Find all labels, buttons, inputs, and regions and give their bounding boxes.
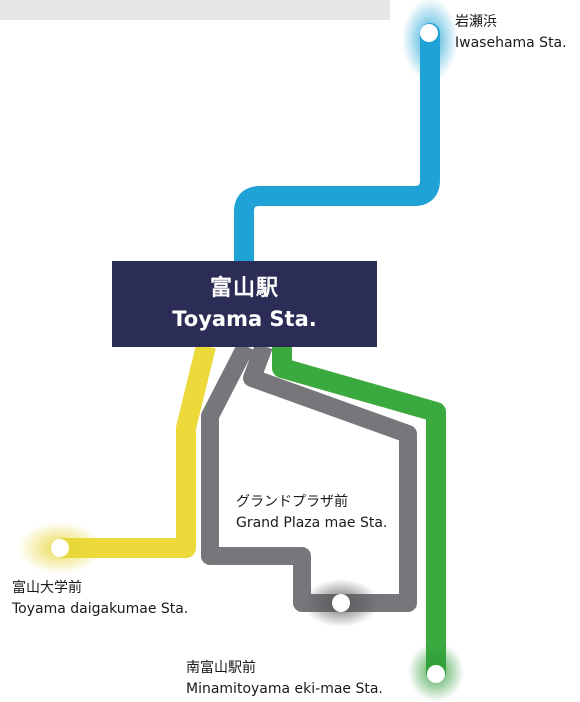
station-name-ja: グランドプラザ前 <box>236 494 348 510</box>
grand-plaza-station-marker[interactable] <box>332 594 350 612</box>
station-name-ja: 岩瀬浜 <box>455 14 497 30</box>
toyama-station-hub[interactable]: 富山駅 Toyama Sta. <box>112 261 377 347</box>
daigakumae-label: 富山大学前 Toyama daigakumae Sta. <box>12 578 188 620</box>
blue-line <box>234 23 440 272</box>
minamitoyama-label: 南富山駅前 Minamitoyama eki-mae Sta. <box>186 658 383 700</box>
hub-name-en: Toyama Sta. <box>172 307 317 331</box>
iwasehama-label: 岩瀬浜 Iwasehama Sta. <box>455 12 567 54</box>
top-bar <box>0 0 390 20</box>
station-name-en: Minamitoyama eki-mae Sta. <box>186 681 383 697</box>
yellow-line <box>60 343 216 558</box>
station-name-ja: 富山大学前 <box>12 580 82 596</box>
grand-plaza-label: グランドプラザ前 Grand Plaza mae Sta. <box>236 492 387 534</box>
station-name-en: Iwasehama Sta. <box>455 35 567 51</box>
iwasehama-station-marker[interactable] <box>420 24 438 42</box>
gray-line <box>201 341 417 612</box>
station-name-en: Grand Plaza mae Sta. <box>236 515 388 531</box>
minamitoyama-station-marker[interactable] <box>427 665 445 683</box>
daigakumae-station-marker[interactable] <box>51 539 69 557</box>
green-line <box>272 346 446 675</box>
station-name-ja: 南富山駅前 <box>186 660 256 676</box>
station-name-en: Toyama daigakumae Sta. <box>12 601 189 617</box>
hub-name-ja: 富山駅 <box>209 276 279 301</box>
